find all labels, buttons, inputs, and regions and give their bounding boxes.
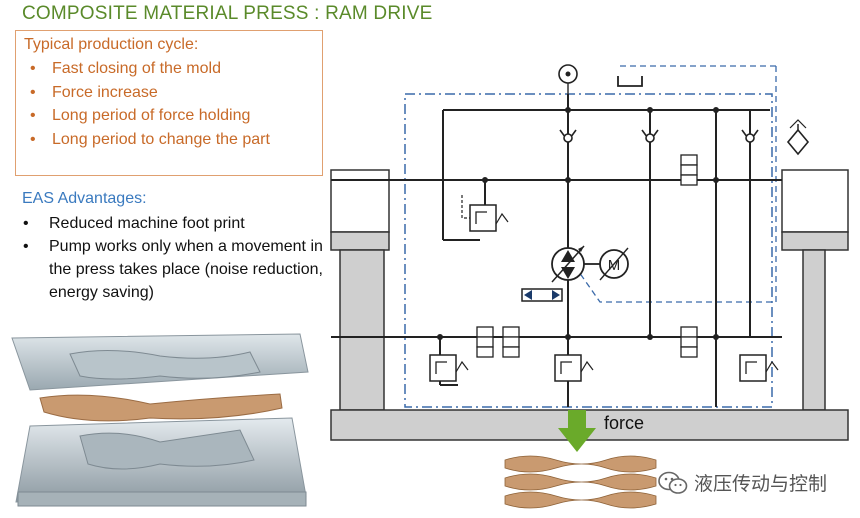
cycle-item: Force increase [24, 81, 314, 105]
force-arrow [558, 410, 596, 452]
relief-valve-icon [429, 195, 779, 382]
check-valve-icon [559, 129, 759, 143]
motor-icon: M [599, 247, 629, 281]
hydraulic-schematic: M [330, 64, 849, 509]
composite-part [39, 393, 283, 422]
cycle-list: Fast closing of the mold Force increase … [24, 57, 314, 151]
cycle-heading: Typical production cycle: [24, 36, 199, 53]
production-cycle-box: Typical production cycle: Fast closing o… [15, 30, 323, 176]
tank-icon [617, 76, 643, 87]
valve-block-boundary [404, 93, 773, 408]
watermark: 液压传动与控制 [658, 469, 827, 496]
composite-layers [504, 455, 657, 509]
filter-icon [786, 119, 810, 156]
drive-controller-icon [521, 288, 563, 302]
mold-photo [11, 333, 309, 507]
advantage-item: Reduced machine foot print [22, 212, 332, 235]
cycle-item: Long period of force holding [24, 104, 314, 128]
advantages-heading: EAS Advantages: [22, 190, 147, 207]
wechat-icon [658, 471, 688, 494]
advantages-list: Reduced machine foot print Pump works on… [22, 212, 332, 304]
page-title: COMPOSITE MATERIAL PRESS : RAM DRIVE [22, 3, 433, 24]
press-frame [330, 169, 849, 441]
junction-dots [437, 107, 719, 340]
pressure-port-icon [558, 64, 578, 84]
force-label: force [604, 413, 645, 433]
cycle-item: Fast closing of the mold [24, 57, 314, 81]
advantage-item: Pump works only when a movement in the p… [22, 235, 332, 304]
drain-line [571, 66, 777, 303]
cycle-item: Long period to change the part [24, 128, 314, 152]
directional-valve-icon [476, 154, 698, 358]
pump-icon [551, 245, 585, 283]
watermark-text: 液压传动与控制 [694, 473, 828, 495]
